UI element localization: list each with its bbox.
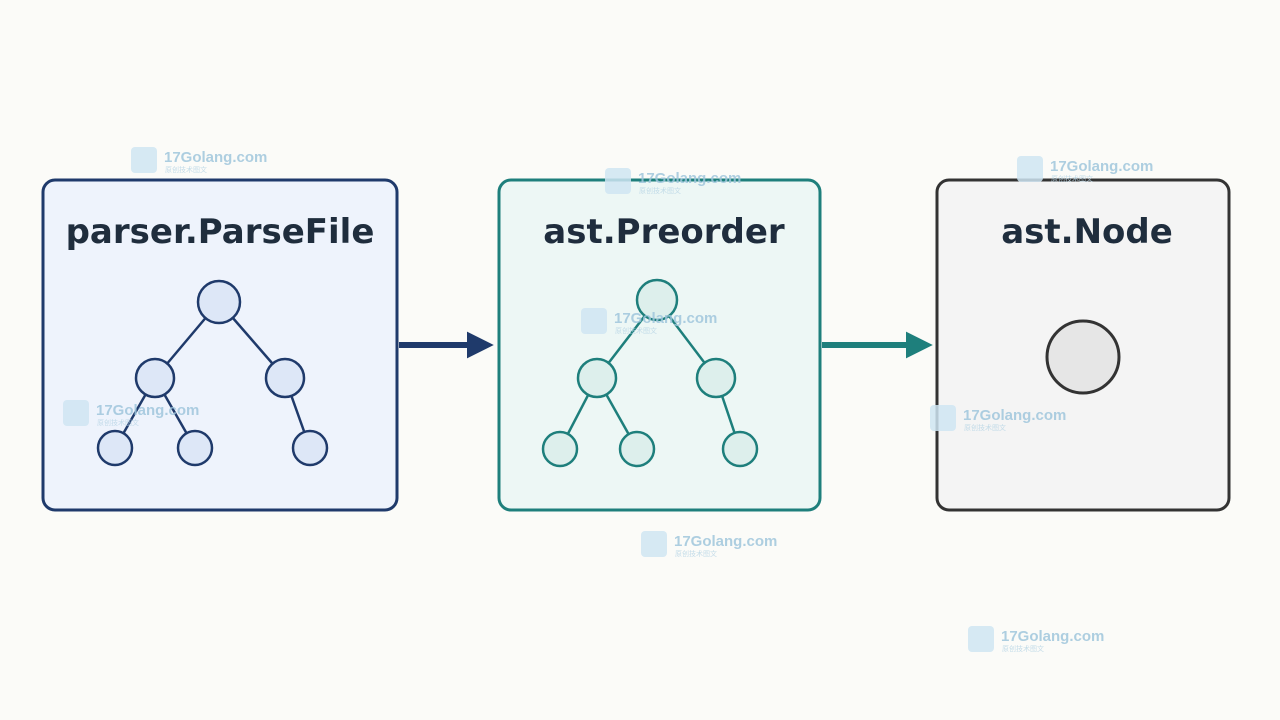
svg-text:17Golang.com: 17Golang.com (1050, 158, 1153, 175)
svg-text:原创技术图文: 原创技术图文 (639, 186, 681, 195)
svg-text:17Golang.com: 17Golang.com (638, 170, 741, 187)
box-parsefile: parser.ParseFile (41, 178, 399, 512)
watermark-text: 17Golang.com (164, 149, 267, 166)
box-title-node: ast.Node (1001, 212, 1173, 252)
svg-text:原创技术图文: 原创技术图文 (615, 326, 657, 335)
svg-text:原创技术图文: 原创技术图文 (1002, 644, 1044, 653)
svg-text:原创技术图文: 原创技术图文 (675, 549, 717, 558)
svg-text:17Golang.com: 17Golang.com (96, 402, 199, 419)
svg-text:17Golang.com: 17Golang.com (1001, 628, 1104, 645)
svg-text:17Golang.com: 17Golang.com (963, 407, 1066, 424)
box-title-parsefile: parser.ParseFile (66, 212, 375, 252)
node-icon (1045, 319, 1121, 395)
svg-text:17Golang.com: 17Golang.com (674, 533, 777, 550)
box-node: ast.Node (935, 178, 1231, 512)
svg-text:原创技术图文: 原创技术图文 (165, 165, 207, 174)
box-preorder: ast.Preorder (497, 178, 822, 512)
box-title-preorder: ast.Preorder (543, 212, 785, 252)
svg-text:17Golang.com: 17Golang.com (614, 310, 717, 327)
tree-icon-preorder (541, 278, 759, 468)
watermark: 17Golang.com 原创技术图文 17Golang.com 原创技术图文 … (63, 147, 1153, 653)
svg-text:原创技术图文: 原创技术图文 (97, 418, 139, 427)
svg-text:原创技术图文: 原创技术图文 (1051, 174, 1093, 183)
tree-icon-parsefile (96, 279, 329, 467)
svg-text:原创技术图文: 原创技术图文 (964, 423, 1006, 432)
